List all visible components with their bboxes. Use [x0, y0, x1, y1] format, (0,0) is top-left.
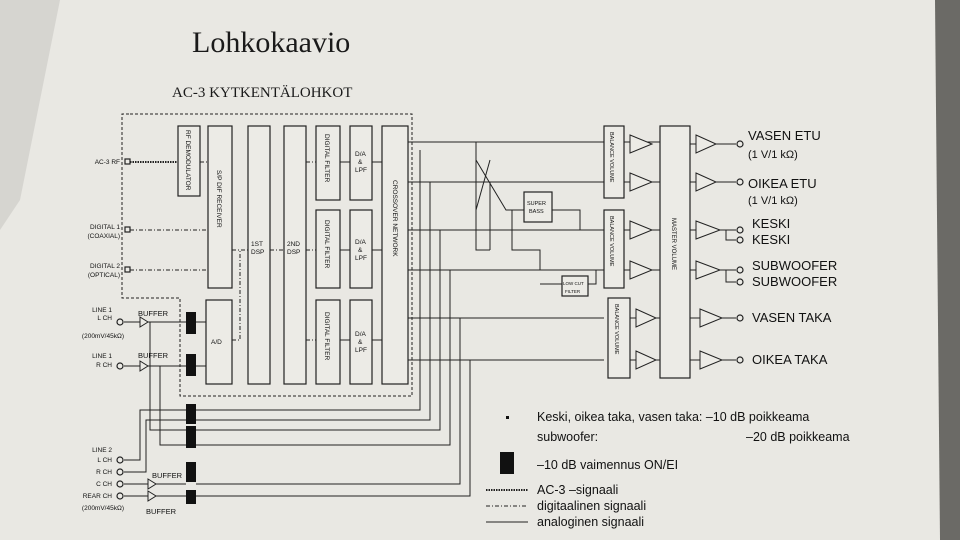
digital2-sub-label: (OPTICAL) [88, 272, 120, 279]
da-1-label-a: D/A [355, 151, 367, 158]
line1-l-label: LINE 1 [92, 307, 112, 314]
low-cut-label-b: FILTER [565, 289, 581, 294]
dsp1-label-b: DSP [251, 249, 264, 256]
attenuators [186, 312, 196, 504]
line1-r-label: LINE 1 [92, 353, 112, 360]
legend-dot-icon [506, 416, 509, 419]
low-cut-filter-block [561, 275, 589, 297]
master-volume-label: MASTER VOLUME [670, 218, 676, 270]
digital-filter-2-block [315, 209, 341, 289]
line1-r-ch-label: R CH [96, 362, 112, 369]
ad-block [205, 299, 233, 385]
line2-l-label: L CH [97, 457, 112, 464]
buffer-4-label: BUFFER [146, 507, 177, 516]
balance-volume-3-block [607, 297, 631, 379]
buffer-2-label: BUFFER [138, 351, 169, 360]
da-1-label-c: LPF [355, 167, 367, 174]
legend-attenuator-icon [500, 452, 514, 474]
super-bass-block [523, 191, 553, 223]
legend-dot-note-2b: –20 dB poikkeama [746, 430, 850, 444]
digital2-label: DIGITAL 2 [90, 263, 120, 270]
spdif-receiver-block [207, 125, 233, 289]
legend-dot-note-2a: subwoofer: [537, 430, 598, 444]
amplifiers [139, 134, 724, 502]
dsp2-label-b: DSP [287, 249, 300, 256]
da-lpf-3-block [349, 299, 373, 385]
input-labels: AC-3 RF DIGITAL 1 (COAXIAL) DIGITAL 2 (O… [82, 159, 124, 512]
output-labels: VASEN ETU (1 V/1 kΩ) OIKEA ETU (1 V/1 kΩ… [748, 128, 837, 367]
balance-volume-1-label: BALANCE VOLUME [608, 132, 614, 183]
master-volume-block [659, 125, 691, 379]
line2-r-label: R CH [96, 469, 112, 476]
buffer-3-label: BUFFER [152, 471, 183, 480]
balance-volume-2-label: BALANCE VOLUME [608, 216, 614, 267]
center-2-label: KESKI [752, 232, 790, 247]
crossover-block [381, 125, 409, 385]
digital-filter-3-block [315, 299, 341, 385]
front-right-spec: (1 V/1 kΩ) [748, 195, 798, 207]
sub-2-label: SUBWOOFER [752, 274, 837, 289]
rear-left-label: VASEN TAKA [752, 310, 832, 325]
front-left-spec: (1 V/1 kΩ) [748, 149, 798, 161]
da-3-label-a: D/A [355, 331, 367, 338]
super-bass-label-a: SUPER [527, 201, 546, 207]
front-left-label: VASEN ETU [748, 128, 821, 143]
line2-label: LINE 2 [92, 447, 112, 454]
digital-filter-1-label: DIGITAL FILTER [323, 134, 330, 183]
da-2-label-a: D/A [355, 239, 367, 246]
dsp1-block [247, 125, 271, 385]
rf-demodulator-label: RF DEMODULATOR [184, 130, 191, 191]
da-1-label-b: & [358, 159, 363, 166]
center-1-label: KESKI [752, 216, 790, 231]
line1-spec-label: (200mV/45kΩ) [82, 333, 124, 340]
da-3-label-b: & [358, 339, 363, 346]
dsp1-label-a: 1ST [251, 241, 263, 248]
ac3-enclosure [121, 113, 413, 397]
balance-volume-3-label: BALANCE VOLUME [613, 304, 619, 355]
front-right-label: OIKEA ETU [748, 176, 817, 191]
page-title: Lohkokaavio [192, 26, 350, 59]
da-3-label-c: LPF [355, 347, 367, 354]
low-cut-label-a: LOW CUT [563, 281, 584, 286]
ad-label: A/D [211, 339, 222, 346]
legend: Keski, oikea taka, vasen taka: –10 dB po… [486, 410, 850, 529]
block-labels: RF DEMODULATOR S/P DIF RECEIVER A/D 1ST … [138, 130, 676, 516]
legend-dot-note-1: Keski, oikea taka, vasen taka: –10 dB po… [537, 410, 809, 424]
legend-attenuation: –10 dB vaimennus ON/EI [537, 458, 678, 472]
legend-analog-signal: analoginen signaali [537, 515, 644, 529]
legend-digital-signal: digitaalinen signaali [537, 499, 646, 513]
super-bass-label-b: BASS [529, 209, 544, 215]
da-2-label-c: LPF [355, 255, 367, 262]
buffer-1-label: BUFFER [138, 309, 169, 318]
line2-rear-label: REAR CH [83, 493, 113, 500]
terminals [116, 140, 744, 500]
da-2-label-b: & [358, 247, 363, 254]
rf-demodulator-block [177, 125, 201, 197]
digital-filter-1-block [315, 125, 341, 201]
dsp2-block [283, 125, 307, 385]
crossover-label: CROSSOVER NETWORK [391, 180, 398, 257]
spdif-label: S/P DIF RECEIVER [215, 170, 222, 228]
da-lpf-1-block [349, 125, 373, 201]
line2-spec-label: (200mV/45kΩ) [82, 505, 124, 512]
digital-filter-3-label: DIGITAL FILTER [323, 312, 330, 361]
diagram-blocks [177, 125, 691, 385]
balance-volume-1-block [603, 125, 625, 199]
line1-l-ch-label: L CH [97, 315, 112, 322]
digital-filter-2-label: DIGITAL FILTER [323, 220, 330, 269]
ac3-rf-label: AC-3 RF [95, 159, 120, 166]
diagram-lines [121, 113, 736, 497]
legend-ac3-signal: AC-3 –signaali [537, 483, 618, 497]
line2-c-label: C CH [96, 481, 112, 488]
paper-shadow [0, 0, 60, 230]
da-lpf-2-block [349, 209, 373, 289]
digital1-label: DIGITAL 1 [90, 224, 120, 231]
digital1-sub-label: (COAXIAL) [87, 233, 120, 240]
rear-right-label: OIKEA TAKA [752, 352, 828, 367]
dsp2-label-a: 2ND [287, 241, 300, 248]
page-subtitle: AC-3 KYTKENTÄLOHKOT [172, 84, 352, 101]
sub-1-label: SUBWOOFER [752, 258, 837, 273]
balance-volume-2-block [603, 209, 625, 289]
